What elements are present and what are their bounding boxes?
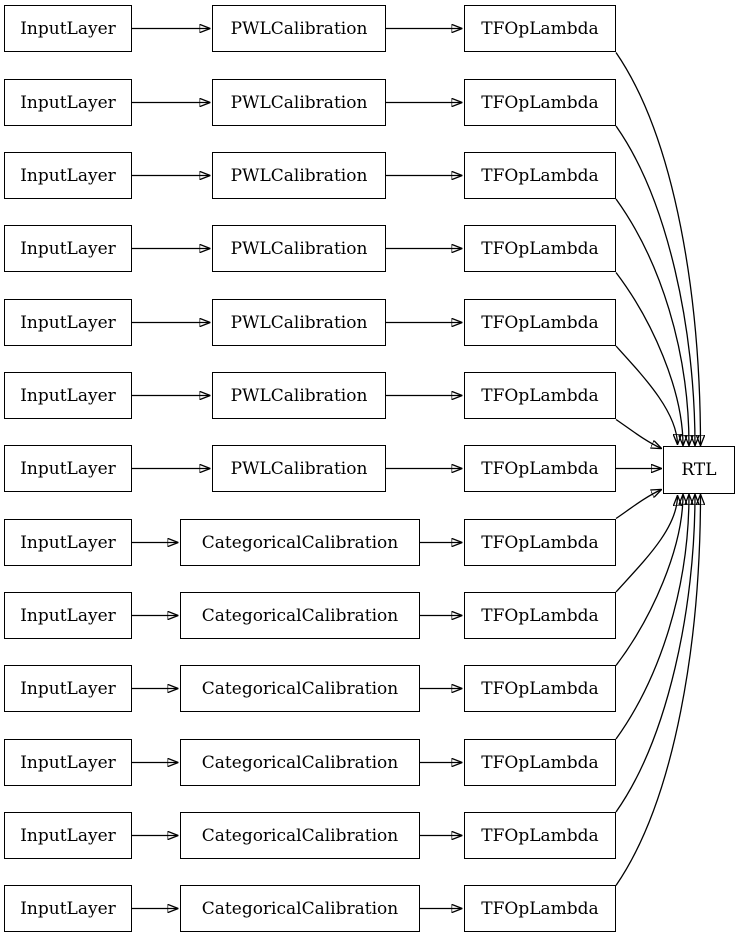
node-categoricalcalibration-12: CategoricalCalibration xyxy=(180,812,420,859)
node-inputlayer-9: InputLayer xyxy=(4,592,132,639)
node-pwlcalibration-7: PWLCalibration xyxy=(212,445,386,492)
edge-op1-rtl xyxy=(615,52,701,446)
node-pwlcalibration-1: PWLCalibration xyxy=(212,5,386,52)
node-tfoplambda-12: TFOpLambda xyxy=(464,812,616,859)
edge-op3-rtl xyxy=(615,198,689,446)
node-rtl: RTL xyxy=(663,446,735,494)
edge-op10-rtl xyxy=(615,495,683,666)
node-categoricalcalibration-11: CategoricalCalibration xyxy=(180,739,420,786)
node-inputlayer-5: InputLayer xyxy=(4,299,132,346)
node-tfoplambda-5: TFOpLambda xyxy=(464,299,616,346)
node-categoricalcalibration-13: CategoricalCalibration xyxy=(180,885,420,932)
node-tfoplambda-10: TFOpLambda xyxy=(464,665,616,712)
node-tfoplambda-2: TFOpLambda xyxy=(464,79,616,126)
edge-op8-rtl xyxy=(615,490,662,520)
node-inputlayer-2: InputLayer xyxy=(4,79,132,126)
node-tfoplambda-13: TFOpLambda xyxy=(464,885,616,932)
node-pwlcalibration-4: PWLCalibration xyxy=(212,225,386,272)
node-inputlayer-12: InputLayer xyxy=(4,812,132,859)
node-inputlayer-10: InputLayer xyxy=(4,665,132,712)
edge-op6-rtl xyxy=(615,418,662,449)
edge-op2-rtl xyxy=(615,125,695,446)
node-pwlcalibration-2: PWLCalibration xyxy=(212,79,386,126)
node-inputlayer-11: InputLayer xyxy=(4,739,132,786)
node-tfoplambda-9: TFOpLambda xyxy=(464,592,616,639)
node-tfoplambda-4: TFOpLambda xyxy=(464,225,616,272)
node-inputlayer-8: InputLayer xyxy=(4,519,132,566)
node-pwlcalibration-3: PWLCalibration xyxy=(212,152,386,199)
node-inputlayer-6: InputLayer xyxy=(4,372,132,419)
node-tfoplambda-7: TFOpLambda xyxy=(464,445,616,492)
node-pwlcalibration-5: PWLCalibration xyxy=(212,299,386,346)
edge-op13-rtl xyxy=(615,495,701,886)
node-categoricalcalibration-9: CategoricalCalibration xyxy=(180,592,420,639)
node-categoricalcalibration-8: CategoricalCalibration xyxy=(180,519,420,566)
node-tfoplambda-8: TFOpLambda xyxy=(464,519,616,566)
edge-op12-rtl xyxy=(615,495,695,813)
node-tfoplambda-11: TFOpLambda xyxy=(464,739,616,786)
node-inputlayer-4: InputLayer xyxy=(4,225,132,272)
edge-op9-rtl xyxy=(615,496,678,593)
node-tfoplambda-1: TFOpLambda xyxy=(464,5,616,52)
node-inputlayer-13: InputLayer xyxy=(4,885,132,932)
node-inputlayer-3: InputLayer xyxy=(4,152,132,199)
node-categoricalcalibration-10: CategoricalCalibration xyxy=(180,665,420,712)
edge-op5-rtl xyxy=(615,345,678,445)
edge-op4-rtl xyxy=(615,272,683,446)
node-tfoplambda-6: TFOpLambda xyxy=(464,372,616,419)
edge-op11-rtl xyxy=(615,495,689,740)
node-tfoplambda-3: TFOpLambda xyxy=(464,152,616,199)
node-inputlayer-7: InputLayer xyxy=(4,445,132,492)
node-inputlayer-1: InputLayer xyxy=(4,5,132,52)
node-pwlcalibration-6: PWLCalibration xyxy=(212,372,386,419)
